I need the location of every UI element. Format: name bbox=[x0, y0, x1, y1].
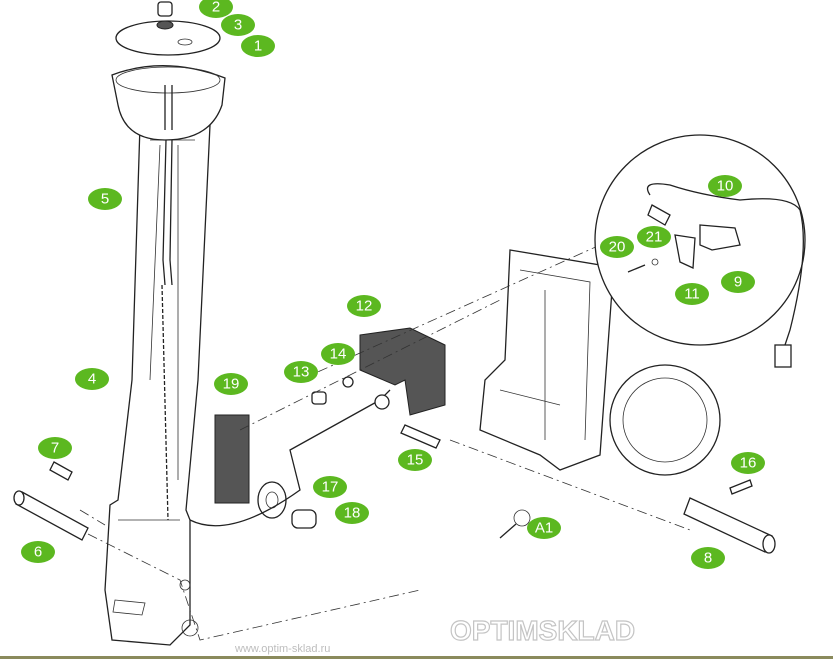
column-part bbox=[104, 124, 211, 646]
callout-a1: A1 bbox=[527, 517, 561, 539]
svg-text:A1: A1 bbox=[535, 520, 553, 537]
callout-5: 5 bbox=[88, 188, 122, 210]
washer-part bbox=[342, 376, 354, 388]
watermark-url: www.optim-sklad.ru bbox=[234, 643, 330, 655]
column-head bbox=[111, 65, 226, 141]
svg-text:13: 13 bbox=[293, 364, 310, 381]
callout-18: 18 bbox=[335, 502, 369, 524]
callouts: 1 2 3 4 5 6 7 8 9 10 11 12 13 14 15 16 1… bbox=[21, 0, 765, 569]
svg-text:4: 4 bbox=[88, 371, 96, 388]
callout-11: 11 bbox=[675, 283, 709, 305]
callout-20: 20 bbox=[600, 236, 634, 258]
svg-text:8: 8 bbox=[704, 550, 712, 567]
svg-text:16: 16 bbox=[740, 455, 757, 472]
callout-16: 16 bbox=[731, 452, 765, 474]
bracket-part bbox=[359, 327, 446, 416]
callout-6: 6 bbox=[21, 541, 55, 563]
callout-14: 14 bbox=[321, 343, 355, 365]
callout-17: 17 bbox=[313, 476, 347, 498]
svg-text:2: 2 bbox=[212, 0, 220, 16]
callout-2: 2 bbox=[199, 0, 233, 18]
callout-8: 8 bbox=[691, 547, 725, 569]
svg-text:7: 7 bbox=[51, 440, 59, 457]
sensor-detail-inset bbox=[594, 134, 806, 368]
svg-text:17: 17 bbox=[322, 479, 339, 496]
connector-part bbox=[774, 344, 792, 368]
chain-part bbox=[161, 284, 169, 521]
callout-15: 15 bbox=[398, 449, 432, 471]
pin-part bbox=[13, 461, 421, 641]
svg-text:15: 15 bbox=[407, 452, 424, 469]
watermark-brand: OPTIMSKLAD bbox=[450, 615, 635, 646]
bolt-part bbox=[311, 391, 327, 405]
callout-10: 10 bbox=[708, 175, 742, 197]
svg-text:12: 12 bbox=[356, 298, 373, 315]
svg-text:21: 21 bbox=[646, 229, 663, 246]
callout-1: 1 bbox=[241, 35, 275, 57]
svg-text:10: 10 bbox=[717, 178, 734, 195]
callout-7: 7 bbox=[38, 437, 72, 459]
callout-21: 21 bbox=[637, 226, 671, 248]
svg-text:6: 6 bbox=[34, 544, 42, 561]
bottom-border bbox=[0, 656, 833, 659]
svg-text:18: 18 bbox=[344, 505, 361, 522]
tool-key-part bbox=[499, 509, 531, 539]
svg-text:11: 11 bbox=[684, 286, 700, 303]
frame-part bbox=[239, 199, 721, 531]
sensor-bracket-part bbox=[674, 234, 696, 269]
rod-part bbox=[162, 139, 173, 286]
svg-text:3: 3 bbox=[234, 17, 242, 34]
svg-text:19: 19 bbox=[223, 376, 240, 393]
watermarks: OPTIMSKLAD www.optim-sklad.ru bbox=[234, 614, 636, 655]
pulley-part bbox=[257, 481, 317, 529]
svg-text:5: 5 bbox=[101, 191, 109, 208]
callout-19: 19 bbox=[214, 373, 248, 395]
top-plate-part bbox=[115, 1, 221, 56]
callout-9: 9 bbox=[721, 271, 755, 293]
svg-text:9: 9 bbox=[734, 274, 742, 291]
callout-12: 12 bbox=[347, 295, 381, 317]
main-pin-part bbox=[683, 479, 776, 554]
callout-13: 13 bbox=[284, 361, 318, 383]
spring-block-part bbox=[214, 414, 250, 504]
svg-text:20: 20 bbox=[609, 239, 626, 256]
callout-3: 3 bbox=[221, 14, 255, 36]
svg-text:1: 1 bbox=[254, 38, 262, 55]
svg-text:14: 14 bbox=[330, 346, 347, 363]
callout-4: 4 bbox=[75, 368, 109, 390]
sensor-part bbox=[699, 224, 741, 251]
small-pin-part bbox=[400, 424, 441, 449]
